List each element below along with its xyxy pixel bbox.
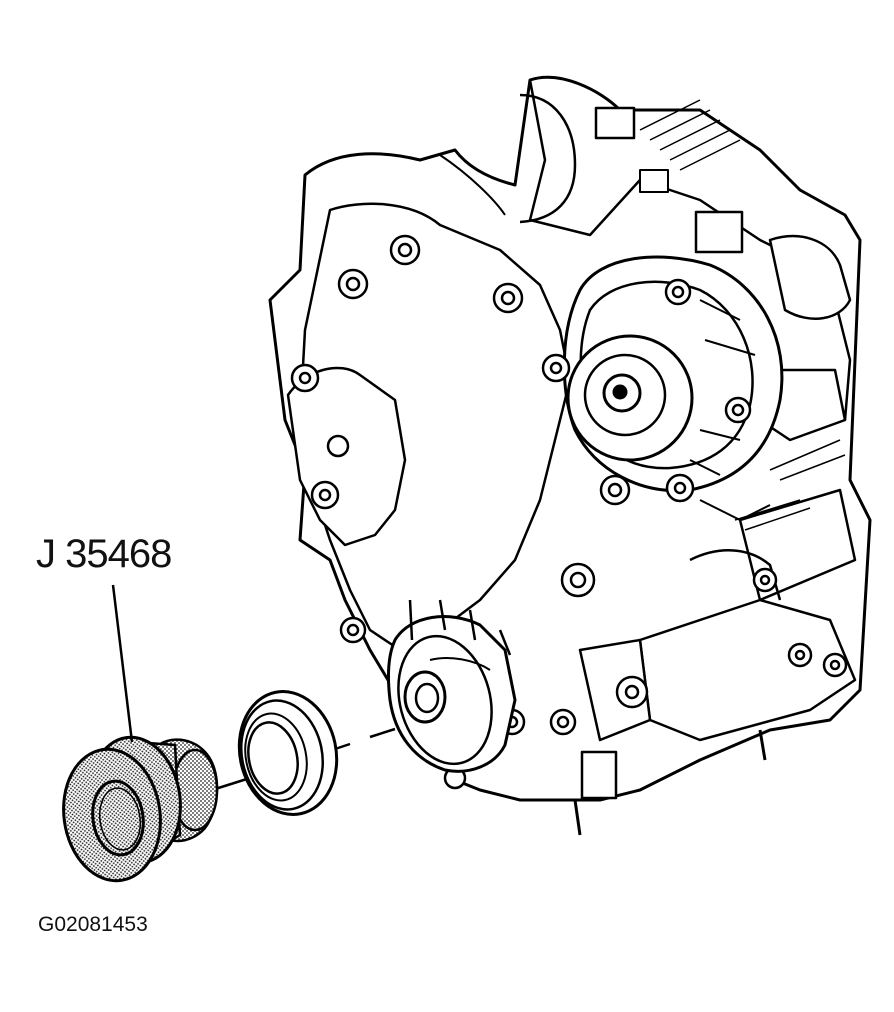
cover-bolts: [290, 234, 848, 790]
water-pump-hub: [562, 255, 784, 493]
tool-callout-label: J 35468: [36, 532, 172, 576]
seal-installer-tool: [62, 735, 219, 883]
callout-leader-line: [111, 584, 134, 743]
crankshaft-seal-bore: [386, 599, 517, 773]
figure-id: G02081453: [38, 913, 148, 936]
front-crankshaft-seal: [237, 690, 339, 816]
